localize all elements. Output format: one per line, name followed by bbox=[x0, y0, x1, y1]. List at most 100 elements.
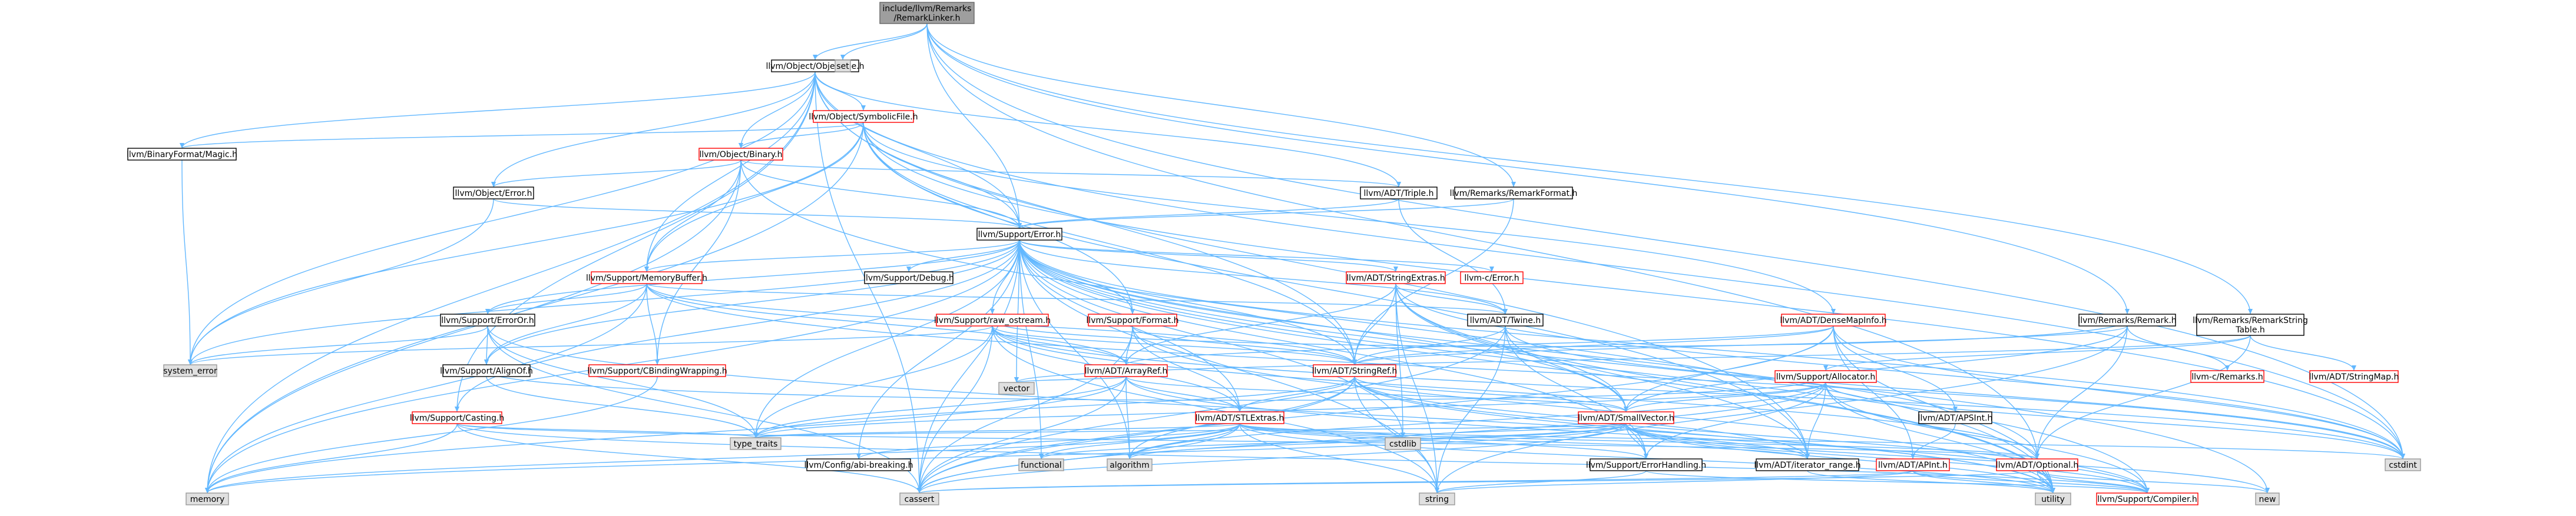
edge-supporterror-cstdlib bbox=[1019, 239, 1403, 438]
node-box bbox=[2385, 458, 2421, 471]
edge-supporterror-memorybuffer bbox=[646, 239, 1020, 272]
edge-supporterror-casting bbox=[456, 239, 1020, 412]
edge-memorybuffer-arrayref bbox=[646, 283, 1127, 365]
node-symbolicfile[interactable]: llvm/Object/SymbolicFile.h bbox=[809, 110, 918, 123]
edge-arrowhead bbox=[906, 267, 911, 272]
node-smallvector[interactable]: llvm/ADT/SmallVector.h bbox=[1578, 411, 1674, 424]
edge-symbolicfile-objectbinary bbox=[740, 122, 864, 149]
edge-objectfile-cstdint bbox=[814, 71, 2403, 460]
edge-arrowhead bbox=[1014, 377, 1019, 382]
node-format[interactable]: llvm/Support/Format.h bbox=[1086, 314, 1179, 327]
edge-apint-cassert bbox=[919, 470, 1913, 494]
node-arrayref[interactable]: llvm/ADT/ArrayRef.h bbox=[1084, 364, 1168, 377]
node-iteratorrange: llvm/ADT/iterator_range.h bbox=[1754, 458, 1861, 471]
edge-arrayref-memory bbox=[207, 376, 1127, 494]
node-errorortxt: llvm/Support/ErrorOr.h bbox=[440, 314, 535, 327]
node-label: functional bbox=[1021, 461, 1062, 470]
node-box bbox=[1467, 314, 1544, 327]
node-label: llvm/Remarks/RemarkFormat.h bbox=[1450, 189, 1578, 198]
edge-objectfile-memory bbox=[207, 71, 816, 494]
edge-triple-twine bbox=[1398, 198, 1506, 315]
edge-optional-compiler bbox=[2037, 470, 2148, 494]
node-objectbinary[interactable]: llvm/Object/Binary.h bbox=[698, 148, 783, 161]
edge-arrowhead bbox=[2051, 488, 2055, 493]
node-cerror[interactable]: llvm-c/Error.h bbox=[1460, 271, 1524, 284]
node-label: set bbox=[836, 62, 849, 71]
edge-supporterror-systemerror bbox=[190, 239, 1020, 365]
node-cremarks[interactable]: llvm-c/Remarks.h bbox=[2190, 370, 2264, 383]
node-label: new bbox=[2259, 495, 2276, 504]
edge-stringextras-iteratorrange bbox=[1395, 283, 1808, 460]
edge-arrowhead bbox=[1511, 182, 1516, 187]
edge-objectfile-symbolicfile bbox=[814, 71, 864, 111]
node-label: llvm/Remarks/Remark.h bbox=[2078, 316, 2176, 325]
node-label: llvm/BinaryFormat/Magic.h bbox=[127, 150, 237, 159]
edge-twine-string bbox=[1436, 325, 1506, 494]
edge-arrowhead bbox=[485, 309, 490, 314]
node-box bbox=[186, 492, 229, 505]
node-label: llvm/ADT/StringMap.h bbox=[2309, 372, 2399, 382]
node-apint[interactable]: llvm/ADT/APInt.h bbox=[1876, 458, 1950, 471]
node-box bbox=[127, 148, 237, 161]
edge-stringref-cassert bbox=[919, 376, 1355, 494]
node-label: llvm/ADT/SmallVector.h bbox=[1578, 414, 1674, 423]
node-densemapinfo[interactable]: llvm/ADT/DenseMapInfo.h bbox=[1780, 314, 1887, 327]
edge-supporterror-cerror bbox=[1019, 239, 1492, 272]
node-label: llvm/Support/Debug.h bbox=[863, 274, 954, 283]
edge-arrowhead bbox=[1127, 454, 1132, 459]
node-optional[interactable]: llvm/ADT/Optional.h bbox=[1996, 458, 2079, 471]
node-label: llvm-c/Error.h bbox=[1464, 274, 1519, 283]
edge-arrowhead bbox=[1823, 365, 1828, 371]
node-rawostream[interactable]: llvm/Support/raw_ostream.h bbox=[934, 314, 1051, 327]
edge-objectbinary-memory bbox=[207, 159, 741, 494]
node-box bbox=[1756, 458, 1859, 471]
node-stringmap[interactable]: llvm/ADT/StringMap.h bbox=[2309, 370, 2399, 383]
node-new: new bbox=[2255, 492, 2280, 505]
node-stringextras[interactable]: llvm/ADT/StringExtras.h bbox=[1346, 271, 1446, 284]
edge-arrowhead bbox=[1352, 359, 1357, 365]
edge-densemapinfo-apsint bbox=[1833, 325, 1956, 412]
node-abibreaking: llvm/Config/abi-breaking.h bbox=[804, 458, 913, 471]
edge-smallvector-cstdlib bbox=[1402, 423, 1627, 438]
node-label: llvm/ADT/APInt.h bbox=[1878, 461, 1948, 470]
node-stringref[interactable]: llvm/ADT/StringRef.h bbox=[1312, 364, 1398, 377]
node-remark: llvm/Remarks/Remark.h bbox=[2078, 314, 2177, 327]
node-box bbox=[806, 458, 911, 471]
edge-errorhandling-string bbox=[1436, 470, 1647, 494]
node-box bbox=[1996, 458, 2078, 471]
node-box bbox=[453, 187, 534, 199]
node-label: llvm/ADT/Optional.h bbox=[1996, 461, 2079, 470]
node-box bbox=[1088, 314, 1177, 327]
node-allocator[interactable]: llvm/Support/Allocator.h bbox=[1774, 370, 1877, 383]
edge-apint-string bbox=[1436, 470, 1913, 494]
node-casting[interactable]: llvm/Support/Casting.h bbox=[410, 411, 505, 424]
node-label: llvm/Support/ErrorOr.h bbox=[441, 316, 534, 325]
edge-supporterror-stringextras bbox=[1019, 239, 1396, 272]
node-label: llvm/ADT/StringExtras.h bbox=[1346, 274, 1445, 283]
node-box bbox=[1385, 437, 1421, 450]
node-root: include/llvm/Remarks/RemarkLinker.h bbox=[879, 2, 975, 24]
node-cbindingwrapping[interactable]: llvm/Support/CBindingWrapping.h bbox=[587, 364, 727, 377]
node-memorybuffer[interactable]: llvm/Support/MemoryBuffer.h bbox=[586, 271, 707, 284]
edge-arrowhead bbox=[1489, 267, 1494, 272]
edge-arrowhead bbox=[2035, 454, 2039, 459]
edge-allocator-smallvector bbox=[1625, 382, 1826, 412]
node-box bbox=[864, 271, 953, 284]
node-stlextras[interactable]: llvm/ADT/STLExtras.h bbox=[1195, 411, 1284, 424]
node-compiler[interactable]: llvm/Support/Compiler.h bbox=[2096, 492, 2198, 505]
edge-format-cassert bbox=[919, 325, 1133, 494]
edge-arrowhead bbox=[1644, 454, 1648, 459]
node-label: llvm/ADT/iterator_range.h bbox=[1754, 461, 1860, 470]
edge-smallvector-cassert bbox=[919, 423, 1627, 494]
edge-remarkstringtable-stringmap bbox=[2250, 335, 2355, 371]
node-box bbox=[591, 271, 703, 284]
edge-supporterror-cstdint bbox=[1019, 239, 2403, 460]
edge-arrowhead bbox=[644, 267, 649, 272]
node-label: llvm/Support/ErrorHandling.h bbox=[1586, 461, 1706, 470]
edge-rawostream-typetraits bbox=[755, 325, 993, 438]
edge-arrowhead bbox=[491, 182, 496, 187]
node-box bbox=[698, 148, 783, 161]
edge-remark-cremarks bbox=[2127, 325, 2228, 371]
node-label: llvm/ADT/DenseMapInfo.h bbox=[1780, 316, 1886, 325]
node-box bbox=[1454, 187, 1573, 199]
